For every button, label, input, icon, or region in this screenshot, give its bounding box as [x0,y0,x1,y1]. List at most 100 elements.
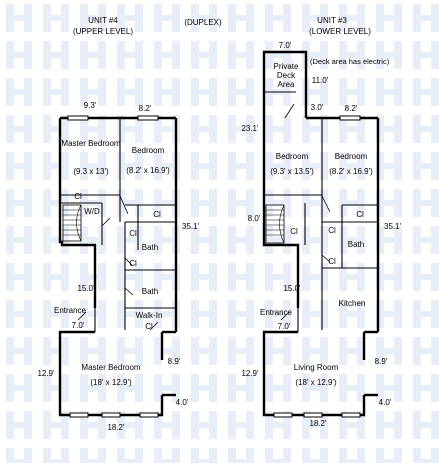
watermark-tile [376,300,402,328]
unit3-dim-351: 35.1' [384,222,402,231]
unit3-bedroom-right-size: (8.2' x 16.9') [329,167,373,176]
unit4-lower-wall [58,330,164,417]
unit4-bath-2: Bath [142,287,158,296]
watermark-tile [117,411,143,439]
watermark-tile [117,263,143,291]
watermark-tile [117,448,143,463]
unit3-bedroom-left-size: (9.3' x 13.5') [270,167,314,176]
watermark-tile [191,152,217,180]
unit4-bedroom-label: Bedroom [132,146,165,155]
watermark-tile [413,226,439,254]
watermark-tile [117,300,143,328]
unit4-outer-wall-upper [58,118,97,308]
watermark-tile [376,41,402,69]
watermark-tile [43,374,69,402]
watermark-tile [228,226,254,254]
watermark-tile [154,78,180,106]
watermark-tile [265,263,291,291]
watermark-tile [80,152,106,180]
unit4-dim-bottom: 18.2' [107,423,125,432]
unit3-dim-89: 8.9' [375,357,388,366]
watermark-tile [117,78,143,106]
watermark-tile [43,411,69,439]
unit4-wd-label: W/D [84,207,100,216]
watermark-tile [228,4,254,32]
watermark-tile [228,374,254,402]
watermark-tile [80,4,106,32]
unit3-dim-7: 7.0' [278,322,291,331]
unit3-window-1 [339,115,361,121]
watermark-tile [302,300,328,328]
watermark-tile [43,226,69,254]
watermark-tile [302,115,328,143]
watermark-tile [265,374,291,402]
watermark-tile [265,41,291,69]
watermark-tile [80,41,106,69]
watermark-tile [228,78,254,106]
unit4-dim-right: 35.1' [182,222,200,231]
unit4-dim-15: 15.0' [77,284,95,293]
watermark-tile [228,448,254,463]
unit3-heading: UNIT #3 [317,16,347,25]
unit3-dim-231: 23.1' [241,124,259,133]
unit4-stairs [62,204,82,242]
watermark-tile [413,337,439,365]
watermark-tile [413,263,439,291]
unit3-dim-129: 12.9' [241,369,259,378]
unit4-heading: UNIT #4 [88,16,118,25]
watermark-tile [117,226,143,254]
watermark-tile [376,263,402,291]
watermark-tile [265,337,291,365]
watermark-tile [376,226,402,254]
unit3-closet-3: Cl [328,226,336,235]
watermark-tile [6,300,32,328]
unit4-door-2 [101,217,111,227]
watermark-tile [413,448,439,463]
watermark-tile [376,337,402,365]
unit3-dim-11: 11.0' [312,76,329,85]
unit3-entrance-label: Entrance [260,308,293,317]
watermark-tile [80,448,106,463]
watermark-tile [376,4,402,32]
watermark-tile [6,263,32,291]
watermark-tile [339,189,365,217]
unit3-dim-40: 4.0' [379,398,392,407]
watermark-tile [228,300,254,328]
watermark-tile [191,41,217,69]
unit4-bedroom-size: (8.2' x 16.9') [126,166,170,175]
watermark-tile [43,152,69,180]
unit4-door-1 [119,195,129,215]
unit3-deck-wall [262,50,308,118]
watermark-tile [302,263,328,291]
unit4-closet-5: Cl [145,322,153,331]
unit3-deck-1: Private [274,62,299,71]
watermark-tile [339,226,365,254]
watermark-tile [265,152,291,180]
watermark-tile [228,411,254,439]
watermark-tile [339,115,365,143]
watermark-tile [80,374,106,402]
unit3-left-wall [262,118,300,308]
watermark-tile [228,41,254,69]
watermark-tile [339,4,365,32]
watermark-tile [339,263,365,291]
watermark-tile [6,152,32,180]
watermark-tile [265,189,291,217]
watermark-tile [228,189,254,217]
watermark-tile [302,337,328,365]
watermark-tile [117,337,143,365]
watermark-tile [191,337,217,365]
watermark-tile [191,448,217,463]
unit3-bedroom-right: Bedroom [335,152,368,161]
watermark-tile [117,4,143,32]
watermark-tile [6,78,32,106]
watermark-tile [228,115,254,143]
watermark-tile [191,115,217,143]
watermark-tile [376,374,402,402]
watermark-tile [413,300,439,328]
unit4-dim-top-right: 8.2' [139,104,152,113]
unit4-window-1 [67,115,89,121]
unit3-window-2 [273,412,293,418]
watermark-tile [154,337,180,365]
unit4-door-entry [77,311,87,321]
